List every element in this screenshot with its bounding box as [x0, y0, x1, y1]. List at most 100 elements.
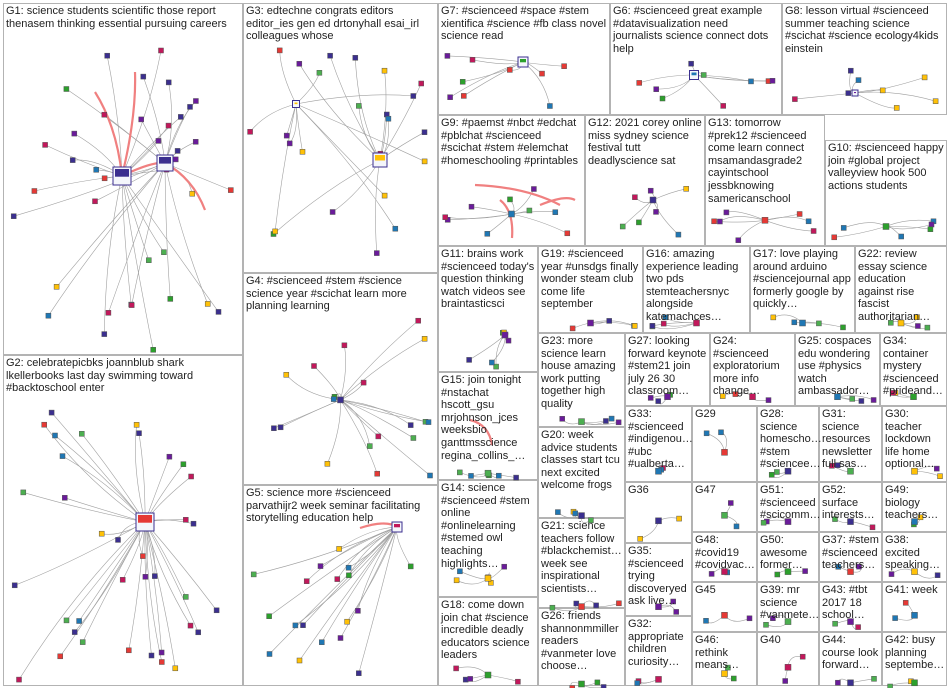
node: [324, 461, 331, 467]
hub-node: [721, 568, 728, 575]
node: [79, 431, 85, 437]
node: [266, 651, 273, 657]
node: [559, 416, 565, 422]
edge: [299, 63, 381, 161]
edge: [885, 226, 931, 230]
hub-node: [834, 393, 841, 400]
edge: [295, 94, 414, 105]
node: [848, 67, 854, 74]
node: [150, 347, 156, 353]
node: [588, 517, 594, 523]
group-box-g32: [625, 616, 692, 686]
node: [603, 418, 609, 424]
edge: [340, 399, 429, 423]
node: [407, 563, 414, 570]
node: [76, 618, 82, 624]
hub-node: [784, 518, 792, 525]
node: [774, 571, 781, 578]
group-box-g42: [882, 632, 947, 686]
node: [855, 77, 862, 83]
node: [444, 53, 451, 59]
hub-node: [911, 518, 918, 525]
node: [569, 325, 576, 332]
edge: [81, 433, 146, 523]
node: [468, 473, 474, 479]
node: [735, 237, 742, 243]
node: [832, 516, 838, 522]
node: [336, 546, 342, 552]
node: [283, 132, 290, 139]
node: [703, 618, 709, 624]
node: [329, 209, 336, 215]
edge: [121, 50, 162, 177]
hub-node: [749, 393, 756, 400]
node: [20, 489, 27, 496]
hub-node-avatar: [691, 72, 697, 76]
node: [703, 430, 710, 437]
node: [792, 96, 798, 102]
hub-node: [847, 568, 854, 575]
node: [501, 563, 507, 570]
node: [845, 90, 852, 96]
hub-node-avatar: [138, 515, 152, 523]
hub-node: [721, 512, 728, 519]
node: [670, 598, 676, 605]
node: [636, 219, 642, 226]
group-box-g23: [538, 333, 625, 427]
node: [146, 257, 152, 263]
node: [774, 469, 780, 475]
group-box-g44: [819, 632, 882, 686]
node: [569, 685, 575, 688]
edge: [268, 526, 398, 617]
node: [187, 622, 194, 629]
node: [158, 649, 165, 656]
node: [561, 63, 567, 69]
node: [442, 214, 448, 220]
node: [675, 231, 682, 238]
group-box-g3: [243, 3, 438, 273]
node: [292, 622, 299, 629]
hub-node: [693, 319, 700, 327]
node: [172, 156, 179, 163]
node: [172, 665, 179, 672]
node: [213, 607, 220, 614]
hub-node-avatar: [375, 155, 385, 161]
node: [653, 86, 659, 92]
edge: [340, 345, 346, 400]
node: [637, 536, 643, 542]
node: [496, 472, 502, 479]
group-box-g19: [538, 246, 643, 333]
hub-node: [508, 210, 515, 218]
node: [717, 218, 723, 225]
hub-node: [799, 319, 806, 327]
node: [79, 639, 86, 645]
hub-node: [784, 664, 792, 671]
node: [427, 472, 433, 479]
hub-node: [784, 618, 792, 625]
group-box-g22: [855, 246, 947, 333]
edge: [449, 61, 524, 98]
node: [634, 680, 640, 686]
edge: [346, 526, 398, 622]
group-box-g46: [692, 632, 757, 686]
node: [183, 517, 189, 523]
node: [700, 72, 707, 78]
edge: [299, 526, 398, 661]
node: [71, 130, 78, 137]
node: [831, 234, 837, 241]
node: [152, 573, 158, 579]
node: [93, 167, 99, 173]
hub-node: [664, 393, 671, 400]
node: [829, 463, 835, 469]
node: [421, 336, 428, 342]
node: [421, 158, 428, 165]
edge: [340, 399, 431, 476]
node: [835, 679, 841, 686]
node: [892, 615, 898, 621]
group-box-g36: [625, 482, 692, 543]
node: [731, 675, 737, 682]
node: [42, 142, 48, 148]
node: [748, 78, 754, 85]
node: [341, 342, 348, 349]
node: [468, 203, 475, 210]
